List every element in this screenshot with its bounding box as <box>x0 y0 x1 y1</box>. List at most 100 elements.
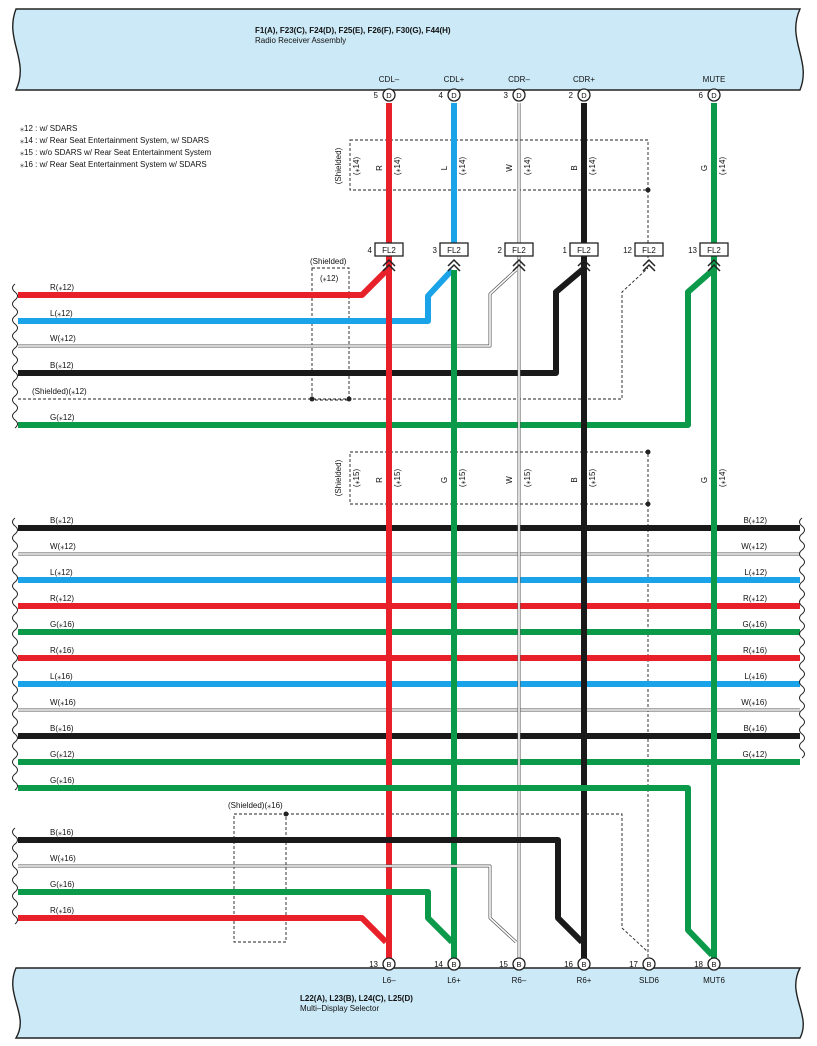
pin-signal-label: CDL+ <box>444 75 465 84</box>
break-mark <box>799 517 805 759</box>
bus-label-left: W(⁎12) <box>50 542 76 551</box>
pin-letter: B <box>711 960 716 969</box>
pin-circle <box>512 88 526 102</box>
wire-color-label: L <box>440 165 449 170</box>
top-pin-cdl-plus: CDL+ 4 D <box>439 75 465 102</box>
splice-fl2-4: 4 FL2 <box>368 242 404 272</box>
splice-label: FL2 <box>382 246 396 255</box>
top-connector-title: F1(A), F23(C), F24(D), F25(E), F26(F), F… <box>255 26 451 35</box>
splice-label: FL2 <box>447 246 461 255</box>
bus-label-left: R(⁎16) <box>50 646 74 655</box>
left-shield-box <box>311 267 350 401</box>
pin-circle <box>382 88 396 102</box>
splice-dot <box>346 396 352 402</box>
b16-wire <box>18 837 585 945</box>
bus-label-right: R(⁎12) <box>743 594 767 603</box>
pin-letter: B <box>646 960 651 969</box>
pin-letter: B <box>516 960 521 969</box>
pin-circle <box>707 88 721 102</box>
shielded-label: (Shielded) <box>334 459 343 496</box>
pin-letter: D <box>386 91 392 100</box>
wire-note-label: (⁎15) <box>393 469 402 488</box>
top-pin-cdr-plus: CDR+ 2 D <box>569 75 595 102</box>
connector-arrow <box>642 258 656 272</box>
wire-note-label: (⁎14) <box>523 157 532 176</box>
bus-label-left: B(⁎12) <box>50 516 74 525</box>
splice-pin-number: 3 <box>433 246 438 255</box>
pin-signal-label: CDR– <box>508 75 530 84</box>
splice-fl2-13: 13 FL2 <box>688 242 729 272</box>
pin-circle <box>642 957 656 971</box>
pin-letter: D <box>451 91 457 100</box>
splice-dot <box>645 187 651 193</box>
wire-note-label: (⁎14) <box>718 157 727 176</box>
splice-dot <box>283 811 289 817</box>
note-15: ⁎15 : w/o SDARS w/ Rear Seat Entertainme… <box>20 148 212 157</box>
splice-pin-number: 12 <box>623 246 632 255</box>
splice-box <box>374 242 404 257</box>
pin-letter: D <box>516 91 522 100</box>
shielded-box-note: (⁎12) <box>320 274 339 283</box>
bus-wires <box>18 525 800 765</box>
g16-wire <box>18 785 715 958</box>
pin-signal-label: L6+ <box>447 976 461 985</box>
bus-label-left: G(⁎16) <box>50 620 75 629</box>
splice-fl2-2: 2 FL2 <box>498 242 534 272</box>
wire-note-label: (⁎14) <box>458 157 467 176</box>
break-mark <box>12 283 18 429</box>
bus-label-right: G(⁎12) <box>743 750 768 759</box>
upper-wire-labels: R (⁎14) L (⁎14) W (⁎14) B (⁎14) G (⁎14) … <box>334 147 727 184</box>
bus-label-left: L(⁎12) <box>50 568 73 577</box>
splice-pin-number: 2 <box>498 246 503 255</box>
bottom-pin-l6-plus: 14 B L6+ <box>434 957 461 985</box>
wire-color-label: W <box>505 164 514 172</box>
pin-signal-label: CDL– <box>379 75 400 84</box>
top-pin-mute: MUTE 6 D <box>699 75 725 102</box>
bus-label-right: W(⁎16) <box>741 698 767 707</box>
bus-label-right: L(⁎16) <box>744 672 767 681</box>
bottom-connector-title: L22(A), L23(B), L24(C), L25(D) <box>300 994 413 1003</box>
break-mark <box>12 827 18 925</box>
r12-wire <box>18 267 390 298</box>
splice-fl2-1: 1 FL2 <box>563 242 599 272</box>
pin-number: 15 <box>499 960 508 969</box>
bottom-shield-box <box>233 813 287 943</box>
connector-arrow <box>447 258 461 272</box>
pin-letter: D <box>711 91 717 100</box>
pin-number: 18 <box>694 960 703 969</box>
shielded-box-label: (Shielded)(⁎16) <box>228 801 283 810</box>
pin-number: 14 <box>434 960 443 969</box>
splice-box <box>439 242 469 257</box>
wire-note-label: (⁎15) <box>458 469 467 488</box>
splice-label: FL2 <box>642 246 656 255</box>
wire-color-label: B <box>570 477 579 482</box>
shielded-note: (⁎14) <box>352 157 361 176</box>
wire-label: L(⁎12) <box>50 309 73 318</box>
pin-number: 6 <box>699 91 704 100</box>
wire-color-label: W <box>505 476 514 484</box>
pin-signal-label: SLD6 <box>639 976 660 985</box>
shielded-note: (⁎15) <box>352 469 361 488</box>
splice-pin-number: 13 <box>688 246 697 255</box>
pin-letter: B <box>451 960 456 969</box>
pin-number: 3 <box>504 91 509 100</box>
bus-label-right: B(⁎16) <box>743 724 767 733</box>
shielded-label: (Shielded) <box>334 147 343 184</box>
pin-number: 5 <box>374 91 379 100</box>
bus-label-right: G(⁎16) <box>743 620 768 629</box>
pin-letter: B <box>581 960 586 969</box>
bus-label-left: G(⁎12) <box>50 750 75 759</box>
g12-wire <box>18 267 715 428</box>
shielded-line-label: (Shielded)(⁎12) <box>32 387 87 396</box>
shielded-box-label: (Shielded) <box>310 257 347 266</box>
wire-color-label: R <box>375 477 384 483</box>
wire-color-label: R <box>375 165 384 171</box>
splice-dot <box>645 501 651 507</box>
splice-fl2-12: 12 FL2 <box>623 242 664 272</box>
connector-arrow <box>382 258 396 272</box>
shield-dots <box>283 187 651 817</box>
break-mark <box>12 517 18 791</box>
splice-label: FL2 <box>707 246 721 255</box>
pin-signal-label: R6+ <box>577 976 592 985</box>
